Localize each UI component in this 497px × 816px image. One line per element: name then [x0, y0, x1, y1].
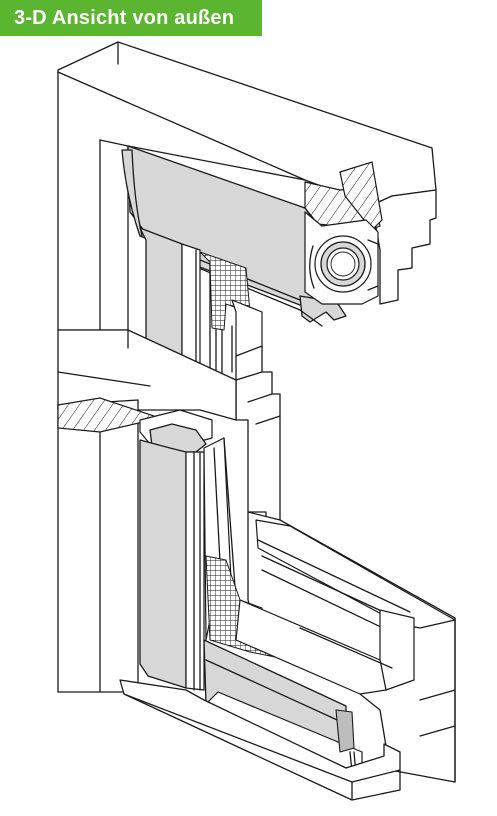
lower-wall	[57, 397, 456, 783]
side-guide-rail	[139, 439, 187, 689]
lintel-insulation-hatch	[339, 161, 383, 231]
window-sill-profile	[235, 519, 456, 695]
roller-shaft-inner	[326, 247, 360, 281]
roller-shutter-box	[121, 145, 379, 327]
insect-screen-mesh-upper	[199, 251, 251, 331]
outer-window-sill	[119, 679, 401, 783]
lower-wall-hatch	[57, 397, 163, 433]
section-title: 3-D Ansicht von außen	[0, 0, 262, 36]
reveal-steps	[57, 329, 281, 521]
